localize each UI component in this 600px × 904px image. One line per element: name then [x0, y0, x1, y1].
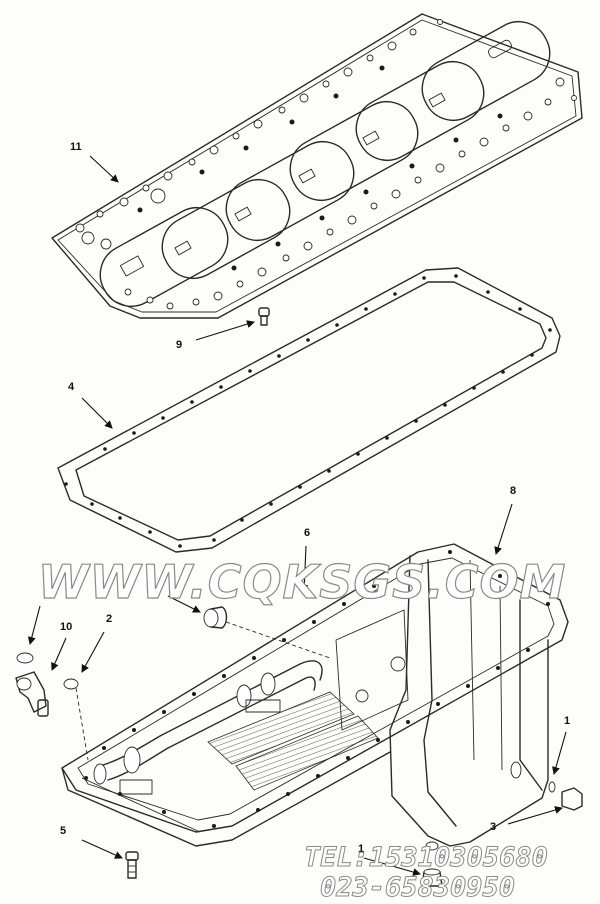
leader-11 — [89, 155, 119, 183]
leader-4 — [81, 397, 113, 429]
bolt-9 — [258, 307, 270, 326]
leader-1-bottom — [363, 857, 421, 876]
elbow-fitting-10 — [15, 652, 49, 717]
plug-6 — [203, 606, 331, 659]
leader-10 — [51, 637, 67, 671]
leader-1-right — [552, 731, 567, 775]
callout-10: 10 — [60, 621, 72, 633]
oil-pan-gasket — [57, 267, 561, 553]
watermark-tel: TEL:15310305680 — [304, 842, 548, 873]
leader-6a — [300, 545, 309, 593]
callout-8: 8 — [510, 485, 516, 497]
leader-2 — [81, 631, 105, 673]
callout-6: 6 — [304, 527, 310, 539]
leader-10-ring — [27, 605, 41, 645]
watermark-phone: 023-65830950 — [320, 872, 515, 903]
o-ring-2 — [63, 678, 89, 761]
callout-9: 9 — [176, 339, 182, 351]
bolt-5 — [125, 851, 139, 879]
callout-5: 5 — [60, 825, 66, 837]
callout-3: 3 — [490, 821, 496, 833]
leader-8 — [494, 503, 513, 555]
leader-6b — [167, 595, 201, 613]
leader-5 — [81, 839, 123, 859]
head-gasket — [51, 13, 583, 319]
callout-4: 4 — [68, 381, 75, 393]
watermark-site: WWW.CQKSGS.COM — [38, 555, 566, 609]
leader-9 — [195, 320, 255, 341]
callouts: 11 9 4 8 6 10 2 1 3 5 1 — [27, 141, 570, 876]
bottom-plug-1 — [421, 868, 443, 887]
callout-1-bottom: 1 — [358, 843, 364, 855]
oil-pan — [61, 543, 569, 851]
callout-1-right: 1 — [564, 715, 570, 727]
drain-plug-3 — [548, 781, 583, 811]
callout-11: 11 — [70, 141, 82, 153]
leader-3 — [507, 806, 563, 825]
callout-2: 2 — [106, 613, 112, 625]
